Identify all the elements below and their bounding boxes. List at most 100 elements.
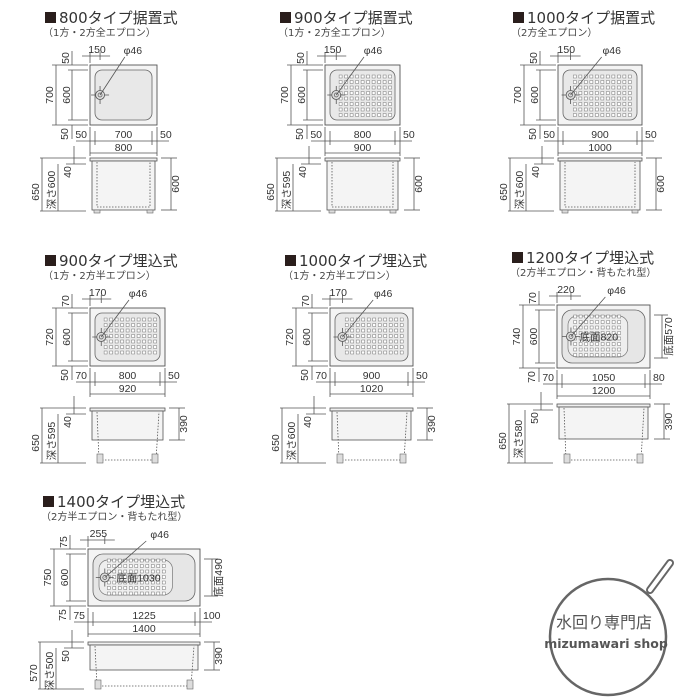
anti-slip-dot [153,334,157,338]
anti-slip-dot [120,339,124,344]
label-bottom-margin: 50 [59,128,71,140]
anti-slip-dot [355,96,359,101]
anti-slip-dot [578,107,583,112]
anti-slip-dot [611,80,616,84]
anti-slip-dot [600,102,605,106]
anti-slip-dot [622,113,627,117]
anti-slip-dot [134,575,139,579]
label-right-margin: 50 [416,370,428,382]
anti-slip-dot [350,328,354,333]
anti-slip-dot [595,353,599,357]
label-drain-offset: 170 [329,287,347,299]
anti-slip-dot [125,350,130,355]
anti-slip-dot [589,74,594,79]
title-bullet-icon [45,12,56,23]
anti-slip-dot [573,342,577,346]
label-title: 1200タイプ埋込式 [526,249,654,267]
drain-leader [335,56,365,96]
anti-slip-dot [360,91,365,95]
anti-slip-dot [349,113,354,117]
anti-slip-dot [107,580,111,585]
anti-slip-dot [366,102,370,106]
anti-slip-dot [372,345,376,349]
anti-slip-dot [103,339,108,344]
side-view-rim [89,157,158,162]
anti-slip-dot [578,336,583,341]
anti-slip-dot [578,347,583,352]
anti-slip-dot [617,107,621,112]
anti-slip-dot [611,353,616,357]
anti-slip-dot [388,96,392,101]
anti-slip-dot [136,328,141,333]
anti-slip-dot [151,569,155,574]
anti-slip-dot [399,328,404,333]
anti-slip-dot [584,91,588,95]
anti-slip-dot [350,345,354,349]
foot [328,209,336,214]
label-subtitle: （1方・2方半エプロン） [283,269,396,282]
anti-slip-dot [617,320,621,324]
anti-slip-dot [103,350,108,355]
label-subtitle: （2方半エプロン・背もたれ型） [510,266,656,279]
label-total-width: 1000 [588,142,612,154]
label-total-width: 900 [354,142,372,154]
anti-slip-dot [589,331,594,335]
anti-slip-dot [394,339,398,344]
anti-slip-dot [350,334,354,338]
side-view-apron [558,406,649,440]
label-subtitle: （1方・2方全エプロン） [43,26,156,39]
anti-slip-dot [112,569,117,574]
anti-slip-dot [366,113,370,117]
anti-slip-dot [153,339,157,344]
anti-slip-dot [622,102,627,106]
anti-slip-dot [125,328,130,333]
anti-slip-dot [584,331,588,335]
anti-slip-dot [355,107,359,112]
anti-slip-dot [112,575,117,579]
anti-slip-dot [344,323,349,327]
label-drain: φ46 [129,288,148,300]
label-total-depth: 720 [284,328,296,346]
anti-slip-dot [617,113,621,117]
anti-slip-dot [360,74,365,79]
anti-slip-dot [578,342,583,346]
anti-slip-dot [399,345,404,349]
anti-slip-dot [383,328,387,333]
anti-slip-dot [355,102,359,106]
anti-slip-dot [145,575,150,579]
anti-slip-dot [147,350,152,355]
anti-slip-dot [578,91,583,95]
label-depth: 深さ595 [281,171,293,210]
anti-slip-dot [151,580,155,585]
anti-slip-dot [355,80,359,84]
anti-slip-dot [151,591,155,596]
label-inner-depth: 600 [528,328,540,346]
anti-slip-dot [366,339,371,344]
anti-slip-dot [372,350,376,355]
anti-slip-dot [156,586,161,590]
anti-slip-dot [388,317,393,322]
anti-slip-dot [388,74,392,79]
anti-slip-dot [589,320,594,324]
label-drain-offset: 150 [324,44,342,56]
anti-slip-dot [600,85,605,90]
label-rim: 40 [62,416,74,428]
anti-slip-dot [600,91,605,95]
anti-slip-dot [589,353,594,357]
anti-slip-dot [394,334,398,338]
anti-slip-dot [136,323,141,327]
anti-slip-dot [600,107,605,112]
anti-slip-dot [156,564,161,568]
logo-handle-inner [648,561,672,592]
anti-slip-dot [617,96,621,101]
drain-inner [98,334,104,340]
label-height: 650 [498,183,510,201]
anti-slip-dot [595,113,599,117]
anti-slip-dot [142,317,146,322]
anti-slip-dot [162,591,166,596]
anti-slip-dot [383,339,387,344]
anti-slip-dot [366,317,371,322]
anti-slip-dot [114,345,119,349]
anti-slip-dot [606,113,610,117]
